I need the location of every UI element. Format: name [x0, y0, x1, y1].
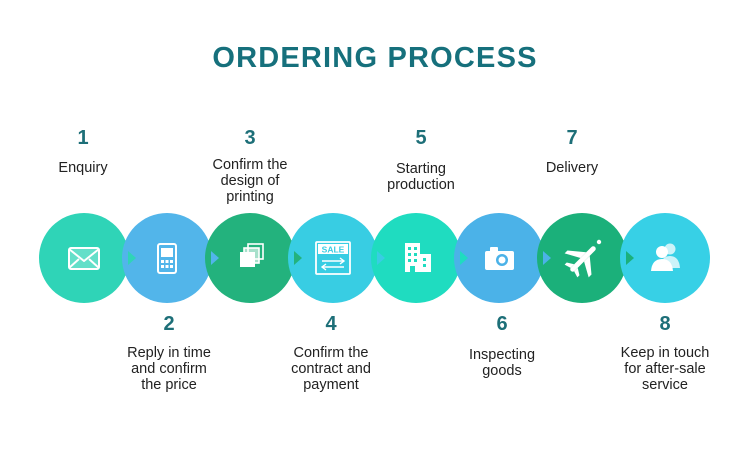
step-5-label: Starting production: [387, 161, 455, 193]
step-6-label: Inspecting goods: [468, 347, 536, 379]
camera-icon: [485, 247, 514, 270]
step-6-number: 6: [496, 313, 508, 335]
connector-arrow-2: [211, 251, 219, 265]
step-1-circle: [39, 213, 129, 303]
step-2-circle: [122, 213, 212, 303]
page-title: ORDERING PROCESS: [212, 42, 538, 74]
connector-arrow-6: [543, 251, 551, 265]
step-5-number: 5: [415, 127, 427, 149]
step-2-number: 2: [163, 313, 175, 335]
step-7-number: 7: [566, 127, 578, 149]
step-4-label: Confirm the contract and payment: [291, 345, 371, 393]
connector-arrow-1: [128, 251, 136, 265]
step-3-label: Confirm the design of printing: [212, 157, 288, 205]
step-1-number: 1: [77, 127, 89, 149]
step-7-label: Delivery: [545, 160, 599, 176]
step-1-label: Enquiry: [58, 160, 108, 176]
connector-arrow-5: [460, 251, 468, 265]
connector-arrow-3: [294, 251, 302, 265]
airplane-icon: [564, 239, 602, 278]
sale-sign-text: SALE: [322, 245, 345, 255]
envelope-icon: [68, 247, 100, 270]
step-8-label: Keep in touch for after-sale service: [620, 345, 710, 393]
layers-icon: [240, 243, 264, 267]
sale-sign-icon: SALE: [315, 241, 351, 275]
step-4-number: 4: [325, 313, 337, 335]
users-icon: [651, 243, 680, 271]
step-2-label: Reply in time and confirm the price: [127, 345, 211, 393]
connector-arrow-7: [626, 251, 634, 265]
phone-icon: [157, 243, 177, 274]
building-icon: [405, 243, 431, 272]
step-4-circle: [288, 213, 378, 303]
step-8-number: 8: [659, 313, 671, 335]
step-3-number: 3: [244, 127, 256, 149]
connector-arrow-4: [377, 251, 385, 265]
